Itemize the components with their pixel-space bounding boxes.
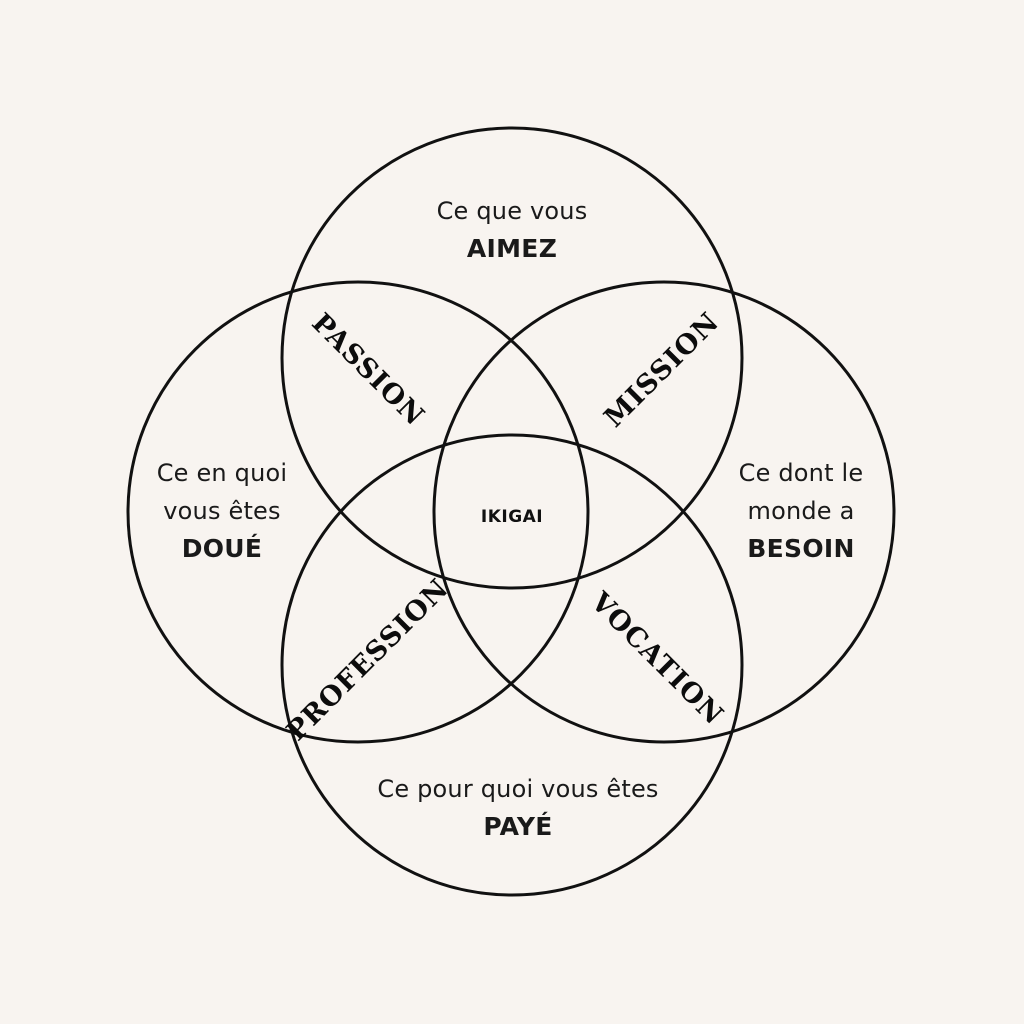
label-besoin-line3: BESOIN [747, 534, 855, 563]
label-besoin: Ce dont le monde a BESOIN [739, 454, 864, 568]
circle-doue [126, 280, 590, 744]
label-aimez: Ce que vous AIMEZ [437, 192, 588, 268]
label-aimez-line2: AIMEZ [466, 234, 558, 263]
label-paye-line1: Ce pour quoi vous êtes [377, 775, 659, 803]
label-paye-line2: PAYÉ [483, 812, 553, 841]
label-besoin-line2: monde a [747, 497, 855, 525]
label-doue-line3: DOUÉ [181, 534, 263, 563]
circle-besoin [432, 280, 896, 744]
label-aimez-line1: Ce que vous [436, 197, 588, 225]
circle-aimez [280, 126, 744, 590]
label-doue: Ce en quoi vous êtes DOUÉ [157, 454, 288, 568]
circle-paye [280, 433, 744, 897]
label-paye: Ce pour quoi vous êtes PAYÉ [377, 770, 658, 846]
label-besoin-line1: Ce dont le [738, 459, 864, 487]
label-doue-line1: Ce en quoi [156, 459, 288, 487]
center-label-ikigai: IKIGAI [480, 507, 544, 527]
label-doue-line2: vous êtes [163, 497, 281, 525]
